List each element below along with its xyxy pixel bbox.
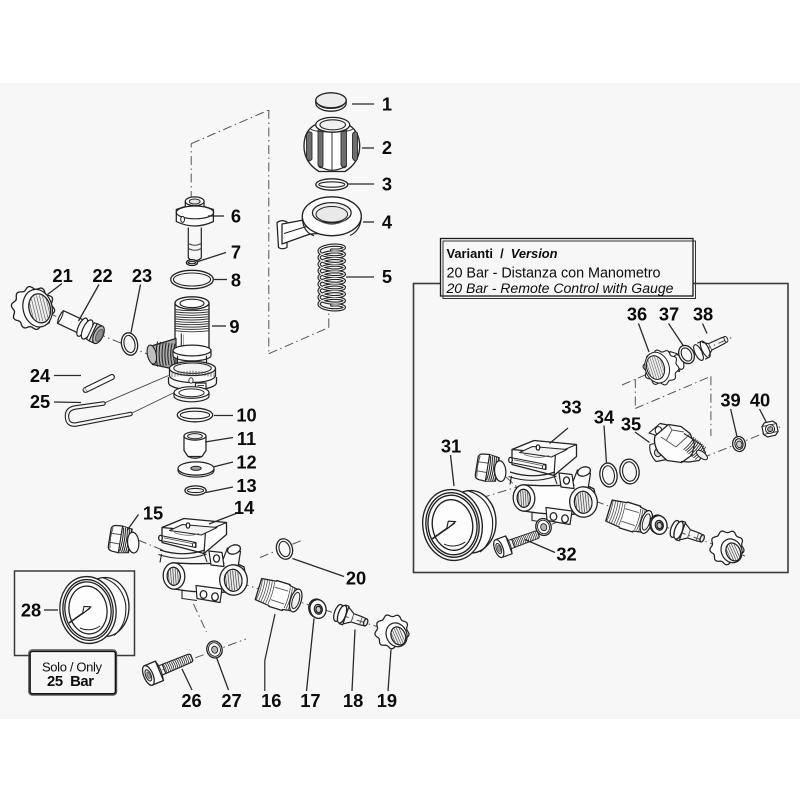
svg-text:20: 20	[346, 567, 366, 588]
svg-text:31: 31	[441, 435, 461, 456]
svg-text:35: 35	[621, 413, 641, 434]
svg-text:9: 9	[229, 316, 239, 337]
svg-text:7: 7	[231, 241, 241, 262]
svg-text:37: 37	[659, 303, 679, 324]
svg-text:40: 40	[750, 389, 770, 410]
svg-text:16: 16	[261, 690, 281, 711]
svg-text:4: 4	[382, 211, 393, 232]
svg-text:10: 10	[236, 404, 256, 425]
svg-text:14: 14	[234, 497, 255, 518]
svg-text:18: 18	[343, 690, 363, 711]
svg-text:1: 1	[382, 93, 392, 114]
svg-text:11: 11	[237, 428, 256, 449]
svg-text:25: 25	[30, 391, 50, 412]
svg-text:22: 22	[92, 265, 112, 286]
svg-text:39: 39	[720, 389, 740, 410]
svg-text:26: 26	[181, 690, 201, 711]
svg-text:8: 8	[231, 269, 241, 290]
svg-text:34: 34	[594, 406, 615, 427]
svg-text:20 Bar - Remote Control with G: 20 Bar - Remote Control with Gauge	[446, 280, 674, 296]
svg-text:36: 36	[627, 303, 647, 324]
svg-text:28: 28	[21, 599, 41, 620]
svg-text:25 Bar: 25 Bar	[47, 674, 94, 690]
svg-text:Solo / Only: Solo / Only	[42, 660, 103, 675]
svg-text:32: 32	[556, 543, 576, 564]
svg-text:2: 2	[382, 137, 392, 158]
svg-text:6: 6	[231, 205, 241, 226]
svg-text:3: 3	[382, 173, 392, 194]
svg-text:21: 21	[52, 265, 72, 286]
svg-text:12: 12	[236, 451, 256, 472]
svg-text:17: 17	[300, 690, 320, 711]
svg-text:23: 23	[132, 265, 152, 286]
svg-text:38: 38	[693, 303, 713, 324]
svg-text:24: 24	[30, 365, 51, 386]
svg-text:20 Bar - Distanza con Manometr: 20 Bar - Distanza con Manometro	[447, 266, 661, 282]
svg-text:15: 15	[143, 502, 163, 523]
svg-text:Varianti / Version: Varianti / Version	[447, 246, 558, 261]
svg-text:13: 13	[236, 475, 256, 496]
svg-text:5: 5	[382, 266, 392, 287]
svg-text:33: 33	[561, 396, 581, 417]
svg-text:19: 19	[377, 690, 397, 711]
svg-text:27: 27	[221, 690, 241, 711]
